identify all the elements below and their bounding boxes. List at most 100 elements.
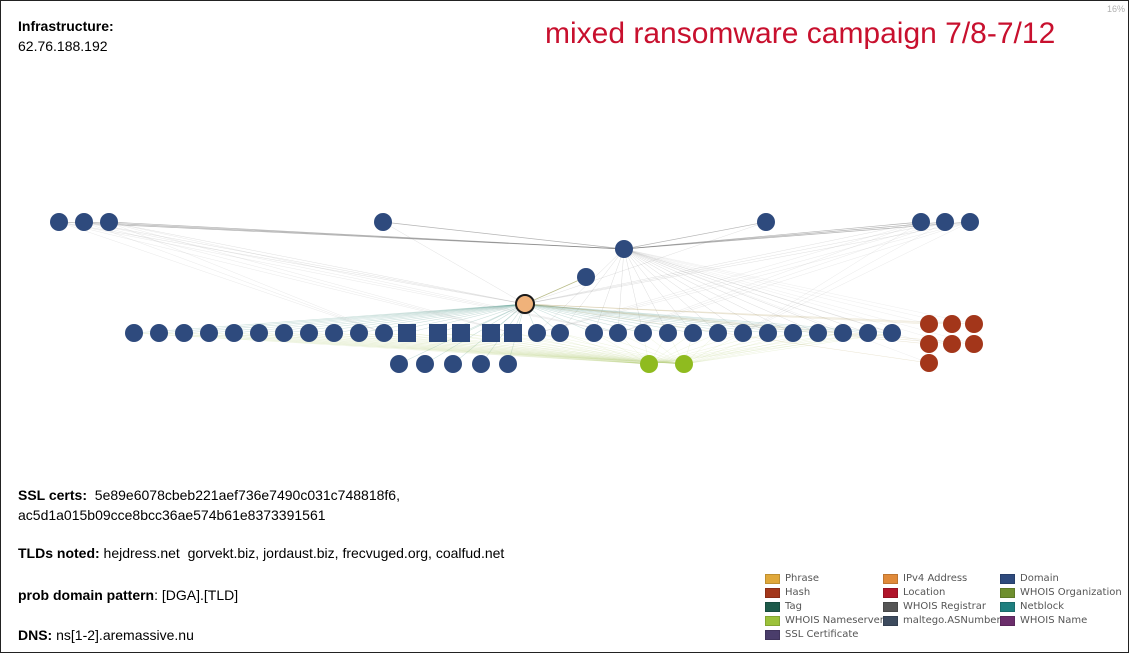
domain-node[interactable] [757, 213, 775, 231]
graph-edge [559, 332, 650, 365]
domain-node[interactable] [350, 324, 368, 342]
graph-edge [437, 332, 650, 365]
graph-edge [158, 303, 526, 334]
graph-edge [623, 248, 975, 345]
domain-node[interactable] [482, 324, 500, 342]
pattern-value: : [DGA].[TLD] [154, 587, 239, 603]
domain-node[interactable] [551, 324, 569, 342]
legend-swatch [883, 615, 898, 626]
hash-node[interactable] [965, 315, 983, 333]
domain-node[interactable] [659, 324, 677, 342]
hash-node[interactable] [943, 315, 961, 333]
legend-swatch [883, 573, 898, 584]
domain-node[interactable] [250, 324, 268, 342]
graph-edge [623, 248, 694, 334]
legend-label: SSL Certificate [785, 629, 859, 640]
legend-label: WHOIS Name [1020, 615, 1088, 626]
legend-label: Hash [785, 587, 811, 598]
domain-node[interactable] [225, 324, 243, 342]
graph-edge [742, 221, 946, 334]
tlds-value: hejdress.net gorvekt.biz, jordaust.biz, … [103, 545, 505, 561]
legend-swatch [765, 629, 780, 640]
graph-edge [623, 248, 744, 334]
domain-node[interactable] [416, 355, 434, 373]
graph-edge [183, 332, 685, 365]
domain-node[interactable] [499, 355, 517, 373]
domain-node[interactable] [834, 324, 852, 342]
domain-node[interactable] [585, 324, 603, 342]
domain-node[interactable] [961, 213, 979, 231]
legend-swatch [1000, 601, 1015, 612]
domain-node[interactable] [912, 213, 930, 231]
hash-node[interactable] [920, 335, 938, 353]
domain-node[interactable] [325, 324, 343, 342]
domain-node[interactable] [734, 324, 752, 342]
graph-edge [308, 332, 685, 365]
domain-node[interactable] [472, 355, 490, 373]
graph-edge [524, 221, 946, 305]
graph-edge [83, 221, 385, 334]
hash-node[interactable] [920, 315, 938, 333]
domain-node[interactable] [300, 324, 318, 342]
domain-node[interactable] [784, 324, 802, 342]
ipv4-node[interactable] [515, 294, 535, 314]
edge-layer [58, 221, 975, 365]
domain-node[interactable] [759, 324, 777, 342]
hash-node[interactable] [920, 354, 938, 372]
legend-item: WHOIS Nameserver [765, 615, 884, 626]
domain-node[interactable] [390, 355, 408, 373]
domain-node[interactable] [452, 324, 470, 342]
ssl-certs-label: SSL certs: [18, 487, 87, 503]
legend-item: Phrase [765, 573, 819, 584]
domain-node[interactable] [577, 268, 595, 286]
graph-edge [524, 221, 971, 305]
domain-node[interactable] [200, 324, 218, 342]
domain-node[interactable] [883, 324, 901, 342]
graph-edge [108, 221, 625, 250]
domain-node[interactable] [609, 324, 627, 342]
domain-node[interactable] [684, 324, 702, 342]
domain-node[interactable] [398, 324, 416, 342]
hash-node[interactable] [943, 335, 961, 353]
domain-node[interactable] [936, 213, 954, 231]
domain-node[interactable] [634, 324, 652, 342]
nameserver-node[interactable] [675, 355, 693, 373]
graph-edge [258, 332, 650, 365]
domain-node[interactable] [444, 355, 462, 373]
graph-edge [406, 303, 526, 334]
graph-edge [623, 248, 819, 334]
domain-node[interactable] [150, 324, 168, 342]
domain-node[interactable] [809, 324, 827, 342]
graph-edge [593, 332, 685, 365]
domain-node[interactable] [859, 324, 877, 342]
graph-edge [536, 221, 922, 334]
legend-swatch [1000, 615, 1015, 626]
legend-item: WHOIS Organization [1000, 587, 1122, 598]
graph-edge [524, 303, 953, 345]
domain-node[interactable] [75, 213, 93, 231]
domain-node[interactable] [375, 324, 393, 342]
pattern-line: prob domain pattern: [DGA].[TLD] [18, 587, 238, 603]
domain-node[interactable] [709, 324, 727, 342]
graph-edge [133, 303, 526, 334]
domain-node[interactable] [50, 213, 68, 231]
graph-edge [617, 221, 946, 334]
ssl-certs-line1: SSL certs: 5e89e6078cbeb221aef736e7490c0… [18, 487, 400, 503]
domain-node[interactable] [429, 324, 447, 342]
domain-node[interactable] [504, 324, 522, 342]
domain-node[interactable] [175, 324, 193, 342]
domain-node[interactable] [125, 324, 143, 342]
ssl-cert-1: 5e89e6078cbeb221aef736e7490c031c748818f6… [94, 487, 400, 503]
domain-node[interactable] [100, 213, 118, 231]
graph-edge [108, 221, 514, 334]
domain-node[interactable] [374, 213, 392, 231]
dns-value: ns[1-2].aremassive.nu [56, 627, 194, 643]
domain-node[interactable] [528, 324, 546, 342]
legend-item: SSL Certificate [765, 629, 858, 640]
nameserver-node[interactable] [640, 355, 658, 373]
graph-edge [480, 303, 526, 365]
graph-edge [742, 221, 971, 334]
domain-node[interactable] [275, 324, 293, 342]
hash-node[interactable] [965, 335, 983, 353]
domain-node[interactable] [615, 240, 633, 258]
